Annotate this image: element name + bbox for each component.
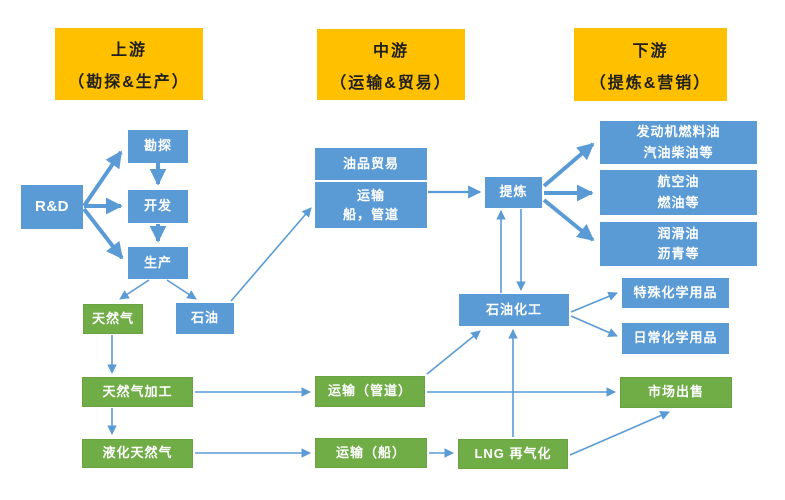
node-transport-pipeline: 运输（管道） [315, 376, 425, 407]
node-oil-trade-transport: 油品贸易 运输 船，管道 [315, 148, 427, 228]
node-market-sale: 市场出售 [620, 377, 732, 408]
aviation-fuel-line2: 燃油等 [657, 194, 700, 210]
engine-fuel-line1: 发动机燃料油 [636, 124, 721, 140]
arrow-petrochemical-to-special-chemicals [570, 291, 618, 313]
node-engine-fuel-oil: 发动机燃料油 汽油柴油等 [600, 121, 757, 164]
header-midstream: 中游 （运输&贸易） [317, 29, 465, 100]
lubricant-line1: 润滑油 [657, 225, 700, 241]
node-refining: 提炼 [485, 177, 542, 208]
header-midstream-subtitle: （运输&贸易） [330, 74, 452, 92]
arrow-refining-to-engine-fuel [542, 142, 595, 188]
node-lng-regasification: LNG 再气化 [458, 439, 568, 469]
arrow-petrochemical-to-daily-chemicals [570, 315, 618, 337]
header-upstream: 上游 （勘探&生产） [55, 28, 203, 100]
node-special-chemicals: 特殊化学用品 [622, 278, 729, 308]
node-lng: 液化天然气 [82, 439, 193, 468]
node-aviation-fuel: 航空油 燃油等 [600, 170, 757, 215]
header-downstream: 下游 （提炼&营销） [574, 28, 727, 101]
arrow-rnd-to-production [82, 207, 124, 260]
header-upstream-subtitle: （勘探&生产） [68, 74, 190, 91]
arrow-production-to-oil [166, 279, 197, 300]
arrow-production-to-natural-gas [119, 279, 150, 300]
node-lubricant-asphalt: 润滑油 沥青等 [600, 222, 757, 266]
node-transport-ship: 运输（船） [315, 438, 427, 468]
header-downstream-subtitle: （提炼&营销） [589, 74, 712, 92]
transport-mid-line1: 运输 [356, 187, 385, 203]
header-midstream-title: 中游 [372, 42, 409, 60]
arrow-transport-pipeline-to-petrochemical [426, 330, 481, 375]
aviation-fuel-line1: 航空油 [657, 174, 700, 190]
node-transport-ship-pipeline: 运输 船，管道 [315, 182, 427, 228]
node-oil-trade: 油品贸易 [315, 148, 427, 182]
node-oil: 石油 [176, 303, 234, 334]
arrow-rnd-to-exploration [82, 150, 123, 208]
lubricant-line2: 沥青等 [657, 246, 700, 261]
node-exploration: 勘探 [128, 130, 188, 163]
node-production: 生产 [128, 247, 188, 279]
arrow-oil-to-transport-mid [230, 207, 312, 302]
arrow-lng-regas-to-market-sale [569, 411, 670, 456]
header-upstream-title: 上游 [110, 42, 147, 59]
arrow-refining-to-lubricant [542, 198, 595, 242]
node-natural-gas: 天然气 [83, 304, 143, 334]
node-petrochemical: 石油化工 [459, 294, 569, 326]
header-downstream-title: 下游 [632, 42, 669, 60]
node-gas-processing: 天然气加工 [82, 377, 193, 407]
node-daily-chemicals: 日常化学用品 [622, 323, 729, 354]
node-rnd: R&D [21, 185, 83, 229]
engine-fuel-line2: 汽油柴油等 [643, 144, 714, 160]
node-development: 开发 [128, 190, 188, 223]
transport-mid-line2: 船，管道 [342, 207, 399, 222]
